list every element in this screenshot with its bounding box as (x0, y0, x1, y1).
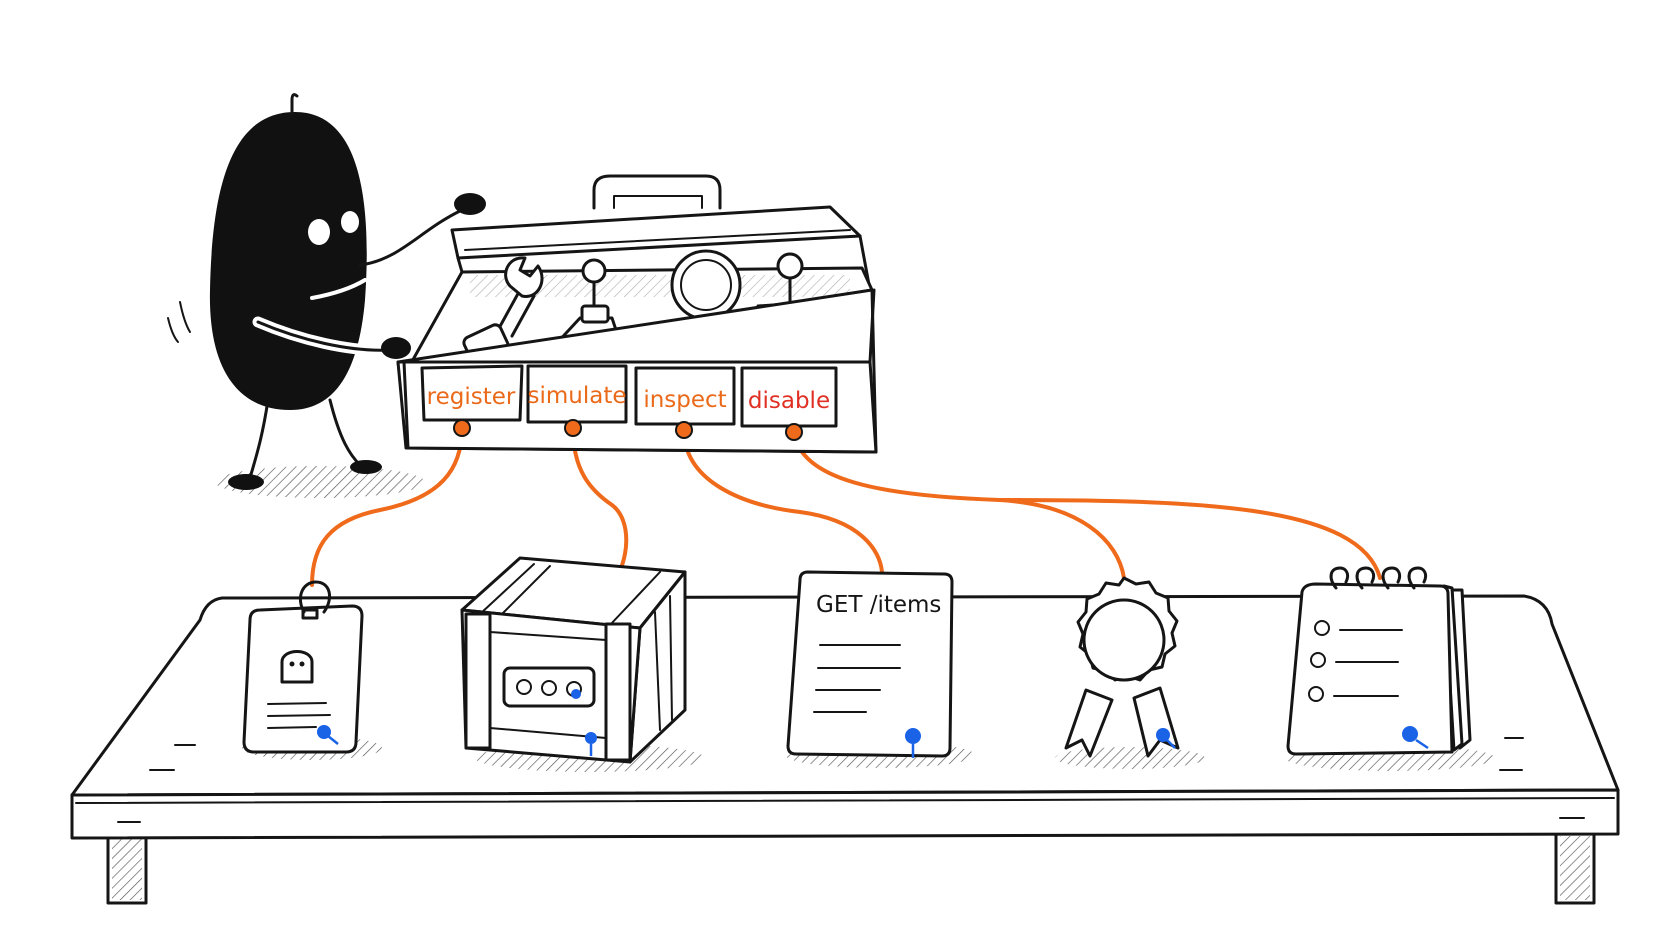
award-ribbon-icon (1055, 576, 1205, 769)
label-inspect: inspect (643, 387, 726, 413)
document-title: GET /items (816, 592, 941, 618)
wire-register (310, 426, 464, 587)
checklist-notepad-icon (1285, 566, 1495, 771)
wire-inspect (682, 428, 884, 574)
label-tab-inspect: inspect (634, 366, 736, 426)
label-disable: disable (748, 388, 830, 414)
label-tab-disable: disable (740, 366, 838, 428)
wire-simulate (571, 426, 629, 587)
label-simulate: simulate (527, 383, 626, 409)
crate-icon (460, 556, 705, 772)
document-icon: GET /items (785, 570, 975, 768)
label-tab-simulate: simulate (526, 364, 628, 424)
label-register: register (427, 384, 516, 410)
wire-disable-a (792, 430, 1126, 580)
connection-wires (310, 426, 1382, 587)
toolbox: register simulate inspect disable (396, 174, 878, 454)
character (167, 93, 486, 498)
wire-disable-b (998, 498, 1382, 580)
label-tab-register: register (420, 364, 524, 422)
id-badge-icon (242, 580, 382, 760)
